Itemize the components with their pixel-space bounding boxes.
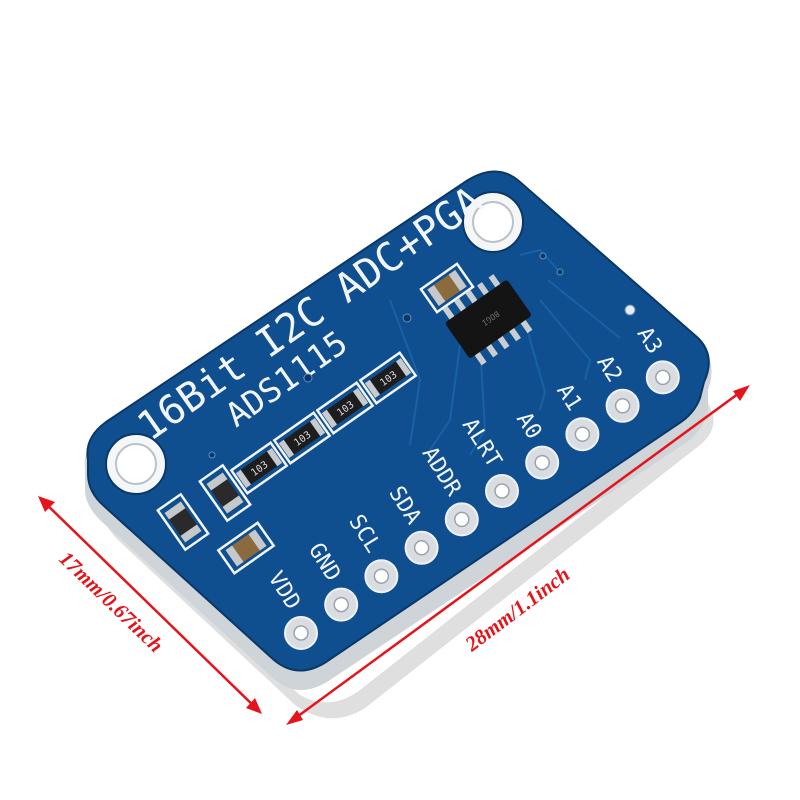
resistor-4: 103: [229, 441, 289, 495]
vias: [208, 252, 636, 459]
mounting-hole-top: [462, 191, 524, 253]
capacitor-2: [156, 492, 210, 552]
pin-pad-a0: [525, 445, 560, 480]
pin-pad-vdd: [284, 616, 318, 650]
pin-pad-scl: [364, 559, 399, 594]
resistor-array: 103 103 103 103: [229, 351, 418, 495]
capacitor-3: [216, 521, 276, 575]
pcb-traces: [389, 248, 621, 456]
pin-pad-alrt: [485, 474, 519, 508]
header-pins: [284, 360, 680, 650]
mounting-hole-left: [105, 433, 167, 495]
capacitor-1: [198, 463, 252, 523]
resistor-1: 103: [358, 351, 418, 405]
pin-pad-a3: [645, 360, 680, 395]
resistor-2: 103: [315, 381, 375, 435]
resistor-3: 103: [272, 411, 332, 465]
pin-pad-sda: [404, 530, 439, 565]
pin-pad-addr: [444, 502, 479, 537]
pin-pad-gnd: [324, 587, 359, 622]
capacitor-top: [419, 262, 475, 314]
ads1115-chip: BOGI: [442, 274, 533, 366]
pin-pad-a1: [565, 417, 600, 452]
pin-pad-a2: [605, 388, 640, 423]
